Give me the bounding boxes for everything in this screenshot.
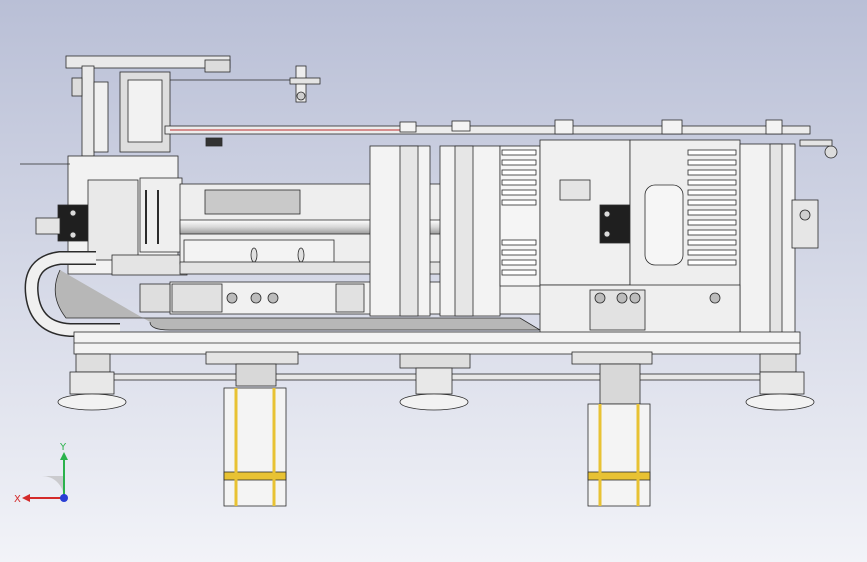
servo-motor — [571, 351, 653, 507]
card-slots-right — [687, 149, 737, 266]
x-axis-arrowhead — [22, 494, 30, 502]
axis-triad: Y X — [14, 442, 68, 505]
y-axis-arrowhead — [60, 452, 68, 460]
leveling-foot — [745, 353, 815, 411]
z-axis-dot — [60, 494, 68, 502]
y-axis-label: Y — [59, 442, 67, 453]
servo-motor — [205, 351, 299, 507]
machine-body — [20, 55, 838, 507]
triad-plane — [42, 476, 64, 498]
x-axis-label: X — [14, 494, 21, 505]
card-slots-left — [501, 149, 537, 276]
leveling-foot — [399, 353, 471, 411]
leveling-foot — [57, 353, 127, 411]
